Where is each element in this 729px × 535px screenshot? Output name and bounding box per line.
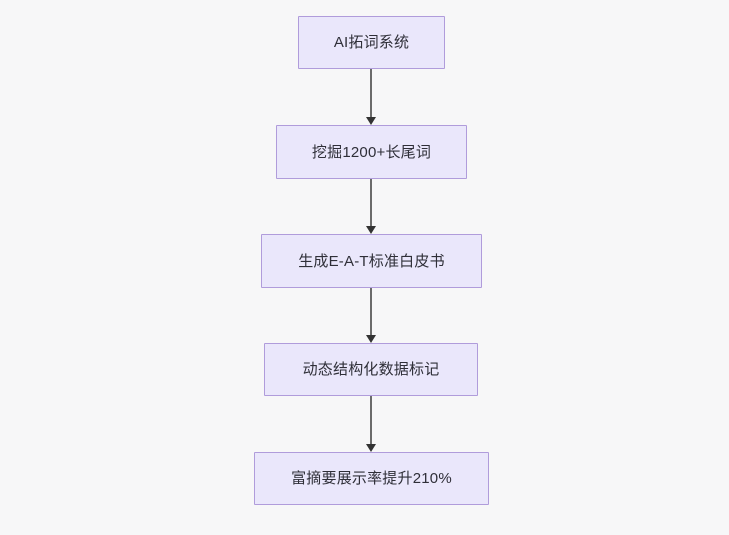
edge-line-3 — [370, 288, 372, 335]
flow-node-label: 挖掘1200+长尾词 — [311, 143, 432, 161]
flow-node-generate-eat-whitepaper[interactable]: 生成E-A-T标准白皮书 — [261, 234, 482, 288]
edge-arrowhead-2 — [366, 226, 376, 234]
edge-line-2 — [370, 179, 372, 226]
edge-arrowhead-3 — [366, 335, 376, 343]
flow-node-label: 动态结构化数据标记 — [302, 361, 440, 378]
flow-node-mine-longtail-keywords[interactable]: 挖掘1200+长尾词 — [276, 125, 467, 179]
flow-node-dynamic-structured-data-markup[interactable]: 动态结构化数据标记 — [264, 343, 478, 396]
flow-node-rich-snippet-impression-uplift[interactable]: 富摘要展示率提升210% — [254, 452, 489, 505]
edge-arrowhead-4 — [366, 444, 376, 452]
flow-node-ai-keyword-system[interactable]: AI拓词系统 — [298, 16, 445, 69]
flow-node-label: AI拓词系统 — [333, 34, 410, 51]
flow-node-label: 富摘要展示率提升210% — [291, 470, 452, 487]
edge-line-1 — [370, 69, 372, 117]
flow-node-label: 生成E-A-T标准白皮书 — [298, 252, 445, 270]
edge-line-4 — [370, 396, 372, 444]
edge-arrowhead-1 — [366, 117, 376, 125]
